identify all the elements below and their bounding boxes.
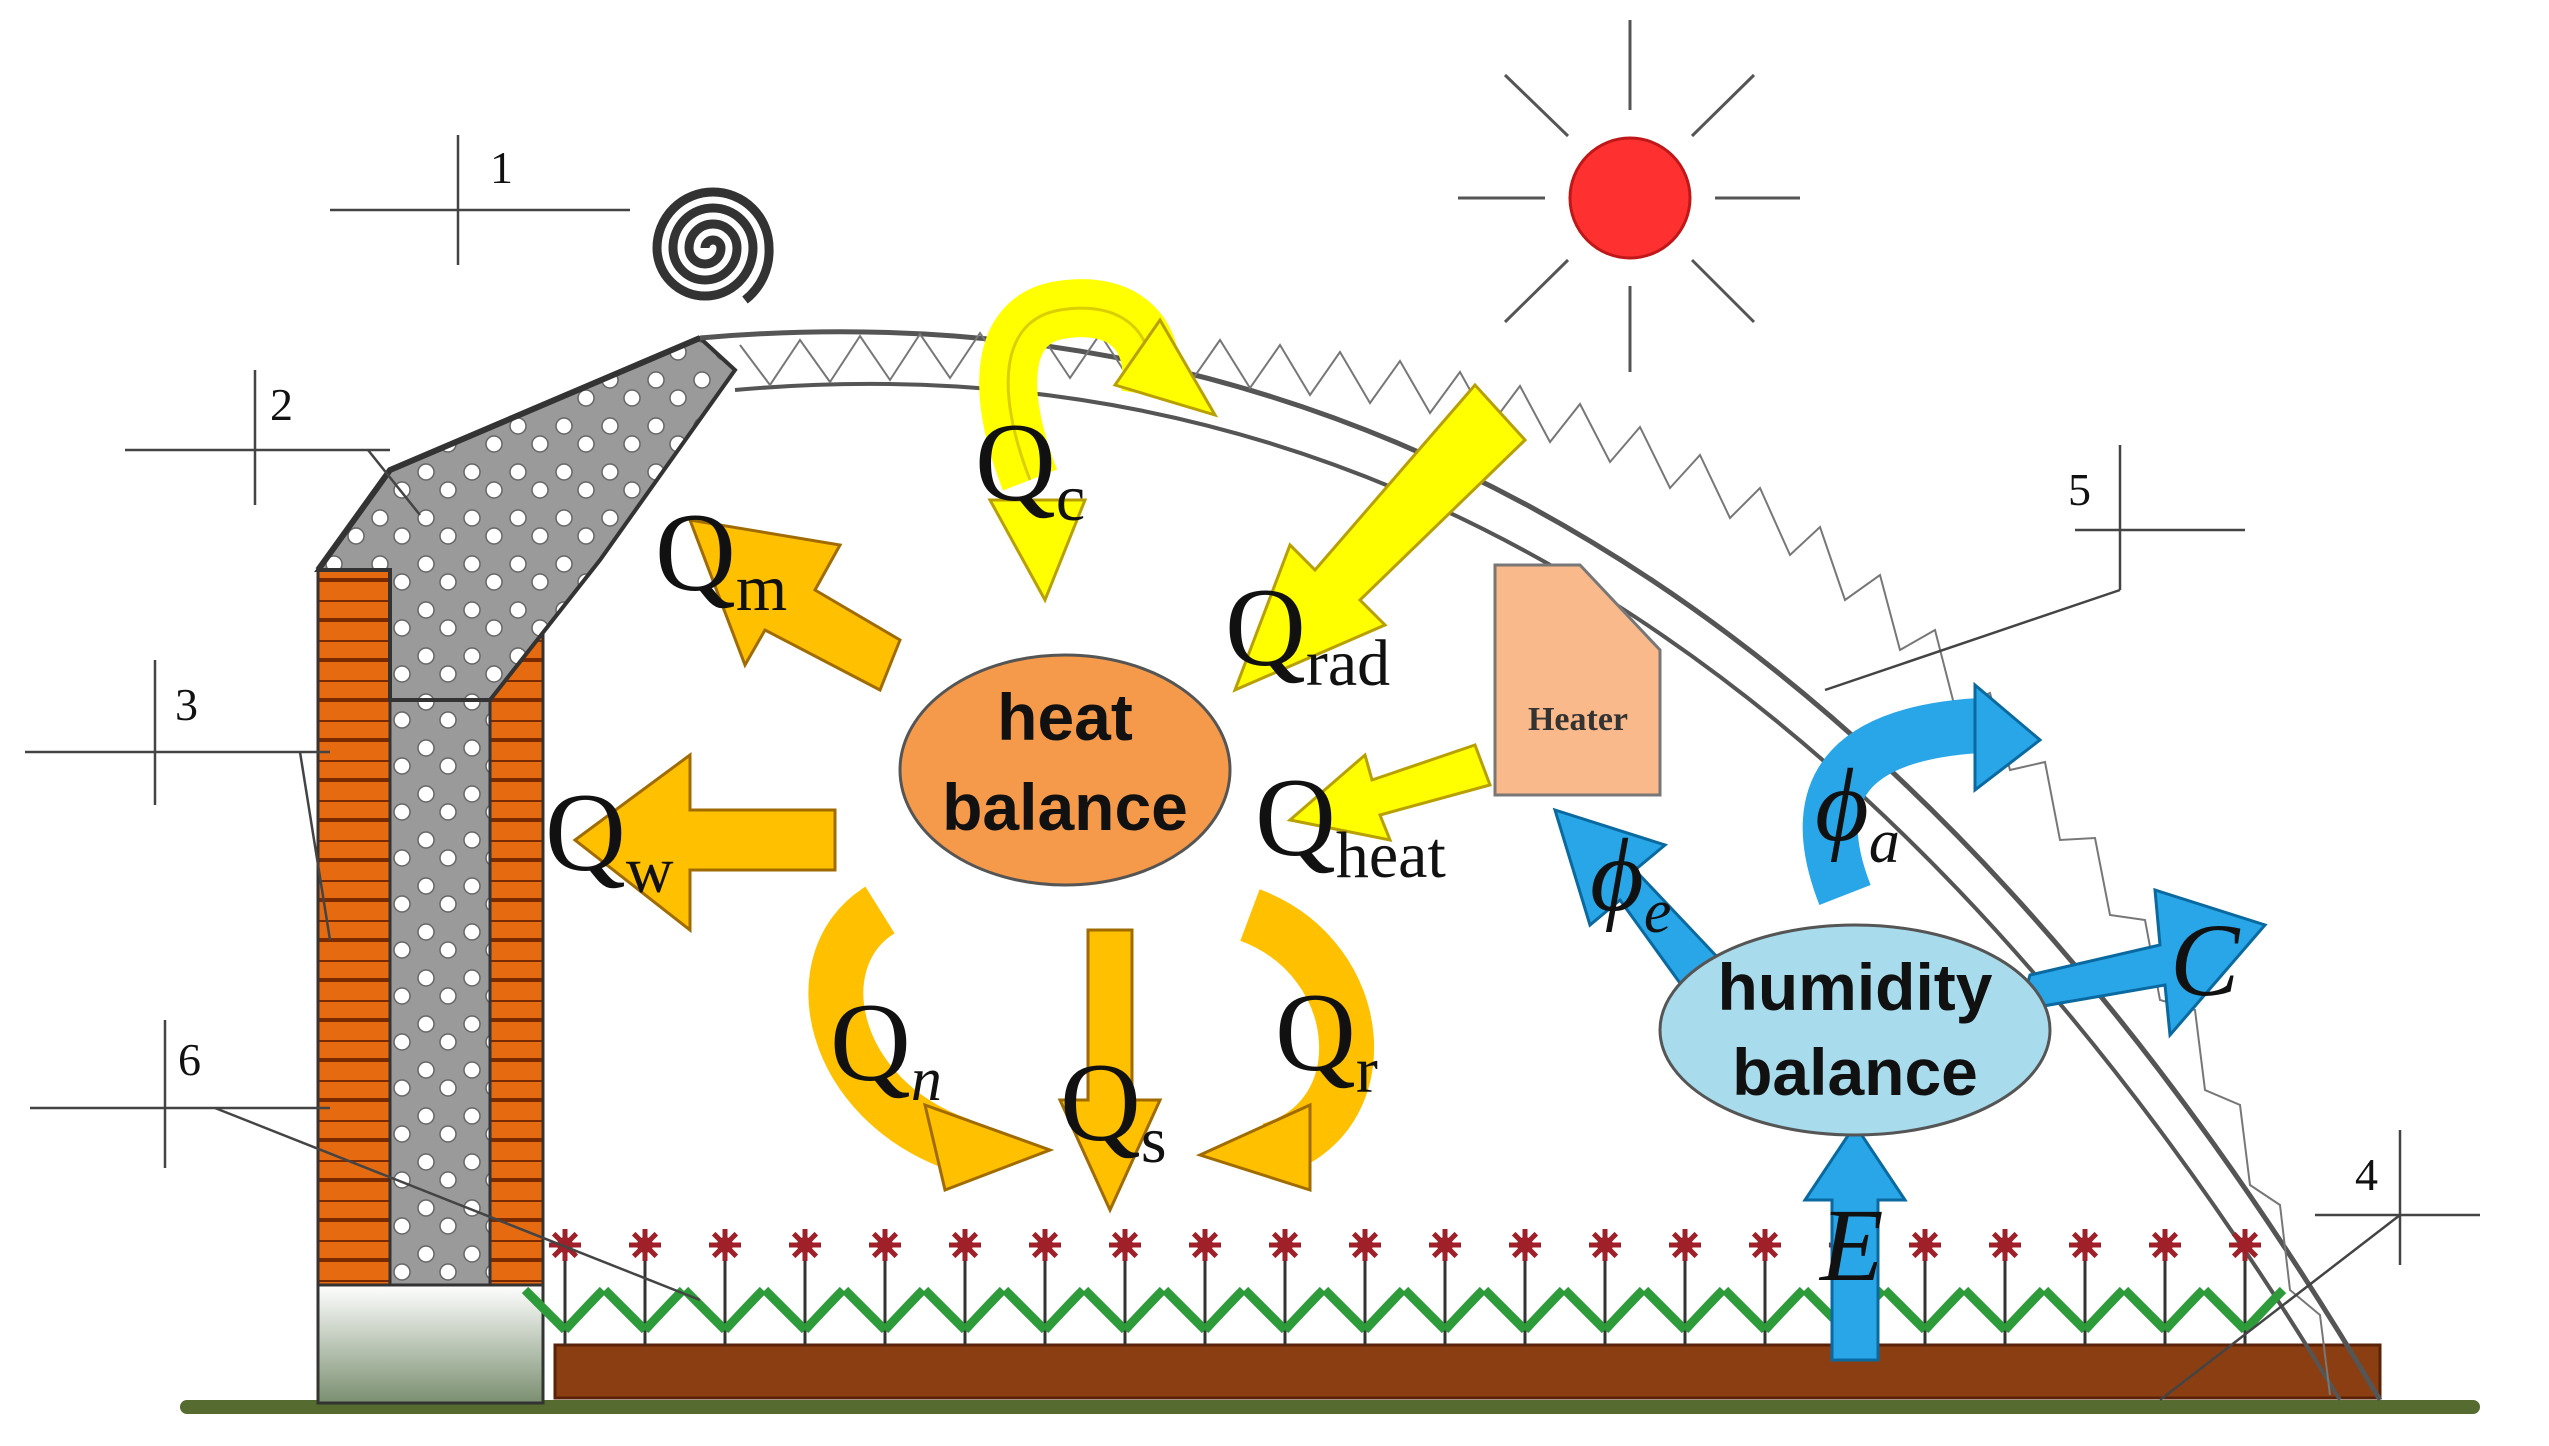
plant-icon — [1961, 1229, 2047, 1345]
plant-icon — [1241, 1229, 1327, 1345]
svg-text:Qheat: Qheat — [1255, 756, 1446, 892]
phi-a-label: ϕa — [1815, 748, 1900, 876]
qr-label: Qr — [1275, 971, 1378, 1107]
plant-icon — [921, 1229, 1007, 1345]
plant-icon — [2041, 1229, 2127, 1345]
callout-6: 6 — [178, 1034, 201, 1085]
plant-icon — [681, 1229, 767, 1345]
svg-text:Qw: Qw — [545, 771, 674, 907]
sun-icon — [1458, 20, 1800, 372]
plant-icon — [1641, 1229, 1727, 1345]
heat-balance-node: heat balance — [898, 653, 1232, 887]
plant-icon — [2121, 1229, 2207, 1345]
qrad-label: Qrad — [1225, 566, 1390, 700]
greenhouse-arch-inner — [734, 381, 2342, 1402]
plant-icon — [841, 1229, 927, 1345]
c-label: C — [2170, 903, 2241, 1018]
callout-2: 2 — [270, 379, 293, 430]
qc-arrow — [979, 279, 1219, 604]
plant-icon — [1001, 1229, 1087, 1345]
qw-label: Qw — [545, 771, 674, 907]
svg-text:Qn: Qn — [830, 981, 942, 1114]
ground-line — [180, 1400, 2480, 1414]
heater-label: Heater — [1528, 701, 1628, 738]
phi-e-label: ϕe — [1590, 818, 1671, 946]
plant-icon — [1881, 1229, 1967, 1345]
greenhouse-arch-outer — [699, 329, 2383, 1402]
qw-arrow — [572, 752, 837, 934]
callout-lines — [25, 135, 2480, 1401]
svg-text:Qrad: Qrad — [1225, 566, 1390, 700]
heat-balance-line1: heat — [997, 680, 1133, 754]
svg-text:Qc: Qc — [975, 401, 1085, 535]
qc-label: Qc — [975, 401, 1085, 535]
qrad-arrow — [1232, 382, 1528, 693]
humidity-balance-line2: balance — [1732, 1035, 1978, 1109]
humidity-balance-line1: humidity — [1718, 950, 1993, 1024]
qr-arrow — [1195, 889, 1375, 1193]
qs-label: Qs — [1060, 1041, 1167, 1177]
callout-3: 3 — [175, 679, 198, 730]
plant-icon — [761, 1229, 847, 1345]
svg-text:Qr: Qr — [1275, 971, 1378, 1107]
plant-row — [521, 1229, 2287, 1345]
plant-icon — [2201, 1229, 2287, 1345]
e-label: E — [1818, 1188, 1884, 1303]
back-roof-outline — [315, 335, 702, 572]
heat-balance-line2: balance — [942, 770, 1188, 844]
plant-icon — [1481, 1229, 1567, 1345]
heater: Heater — [1493, 563, 1662, 797]
plant-icon — [1321, 1229, 1407, 1345]
soil-bed — [553, 1343, 2382, 1400]
plant-icon — [1721, 1229, 1807, 1345]
plant-icon — [601, 1229, 687, 1345]
svg-text:Qs: Qs — [1060, 1041, 1167, 1177]
qm-label: Qm — [655, 491, 787, 625]
qheat-label: Qheat — [1255, 756, 1446, 892]
svg-text:ϕa: ϕa — [1815, 748, 1900, 876]
qs-arrow — [1057, 928, 1163, 1214]
callout-1: 1 — [490, 142, 513, 193]
plant-icon — [1561, 1229, 1647, 1345]
north-wall — [316, 568, 545, 1405]
qheat-arrow — [1286, 743, 1492, 843]
phi-a-arrow — [1802, 681, 2043, 906]
svg-text:ϕe: ϕe — [1590, 818, 1671, 946]
plant-icon — [1161, 1229, 1247, 1345]
plant-icon — [1401, 1229, 1487, 1345]
quilt-roll-icon — [652, 187, 774, 304]
qm-arrow — [687, 518, 902, 693]
svg-text:Qm: Qm — [655, 491, 787, 625]
phi-e-arrow — [1552, 807, 1723, 993]
callout-5: 5 — [2068, 464, 2091, 515]
qn-label: Qn — [830, 981, 942, 1114]
humidity-balance-node: humidity balance — [1658, 923, 2052, 1137]
qn-arrow — [808, 886, 1055, 1193]
e-arrow — [1802, 1122, 1908, 1362]
plant-icon — [1081, 1229, 1167, 1345]
callout-4: 4 — [2355, 1149, 2378, 1200]
